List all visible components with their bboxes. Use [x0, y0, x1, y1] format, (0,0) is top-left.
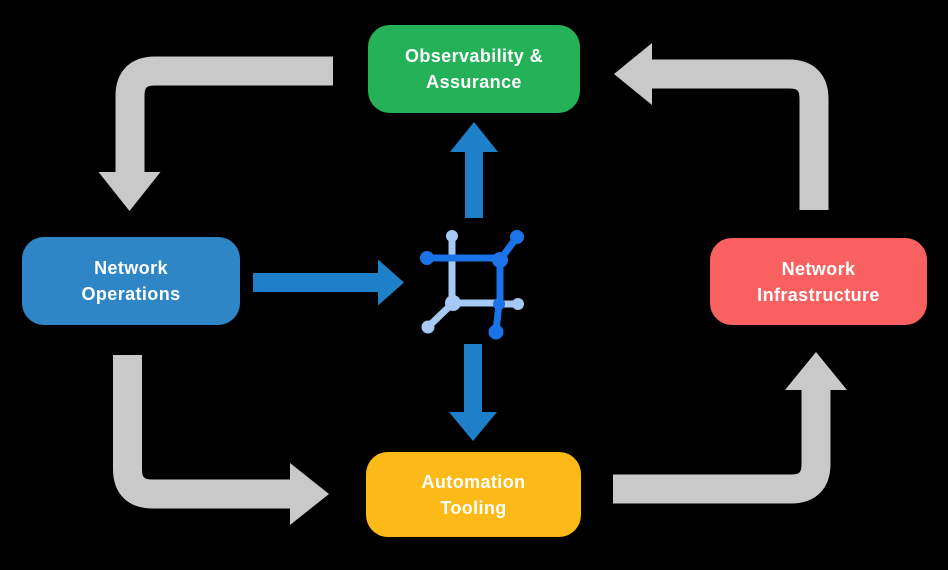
node-label-line: Automation — [421, 471, 526, 492]
arrow-head — [378, 259, 404, 306]
arrow-head — [98, 172, 161, 211]
hub-left-end-node — [420, 251, 434, 265]
arrow-infrastructure-to-observability — [614, 43, 829, 210]
arrow-operations-to-hub — [253, 259, 404, 306]
hub-tr-corner-node — [492, 252, 508, 268]
arrow-head — [785, 352, 847, 390]
hub-light-dots — [421, 230, 524, 334]
arrow-hub-to-observability — [450, 122, 498, 218]
arrow-operations-to-automation — [113, 355, 329, 525]
node-label-line: Infrastructure — [757, 284, 880, 305]
node-label-line: Operations — [81, 284, 181, 304]
arrow-head — [290, 463, 329, 525]
hub-bright-dots — [420, 230, 524, 340]
hub-br-corner-node — [493, 298, 505, 310]
hub-right-end-node — [512, 298, 524, 310]
arrow-automation-to-infrastructure — [613, 352, 847, 504]
node-operations: Network Operations — [22, 237, 240, 325]
arrow-shaft — [613, 390, 831, 504]
hub-tr-end-node — [510, 230, 524, 244]
arrow-head — [449, 412, 497, 441]
arrow-observability-to-operations — [98, 56, 333, 211]
hub-top-node — [446, 230, 458, 242]
node-label-line: Assurance — [426, 72, 522, 92]
network-hub-icon — [420, 230, 524, 340]
node-label-line: Network — [94, 258, 168, 278]
node-observability: Observability & Assurance — [368, 25, 580, 113]
hub-bottom-end-node — [488, 324, 504, 340]
node-automation: Automation Tooling — [366, 452, 581, 537]
hub-bl-corner-node — [445, 295, 461, 311]
arrow-shaft — [115, 56, 333, 172]
node-infrastructure: Network Infrastructure — [710, 238, 927, 325]
arrow-head — [614, 43, 652, 105]
hub-bl-end-node — [421, 320, 435, 334]
node-label-line: Tooling — [440, 497, 507, 518]
node-label-line: Network — [781, 258, 856, 279]
node-label-line: Observability & — [404, 46, 544, 66]
arrow-head — [450, 122, 498, 152]
arrow-hub-to-automation — [449, 344, 497, 441]
arrow-shaft — [652, 59, 829, 210]
arrow-shaft — [113, 355, 290, 509]
